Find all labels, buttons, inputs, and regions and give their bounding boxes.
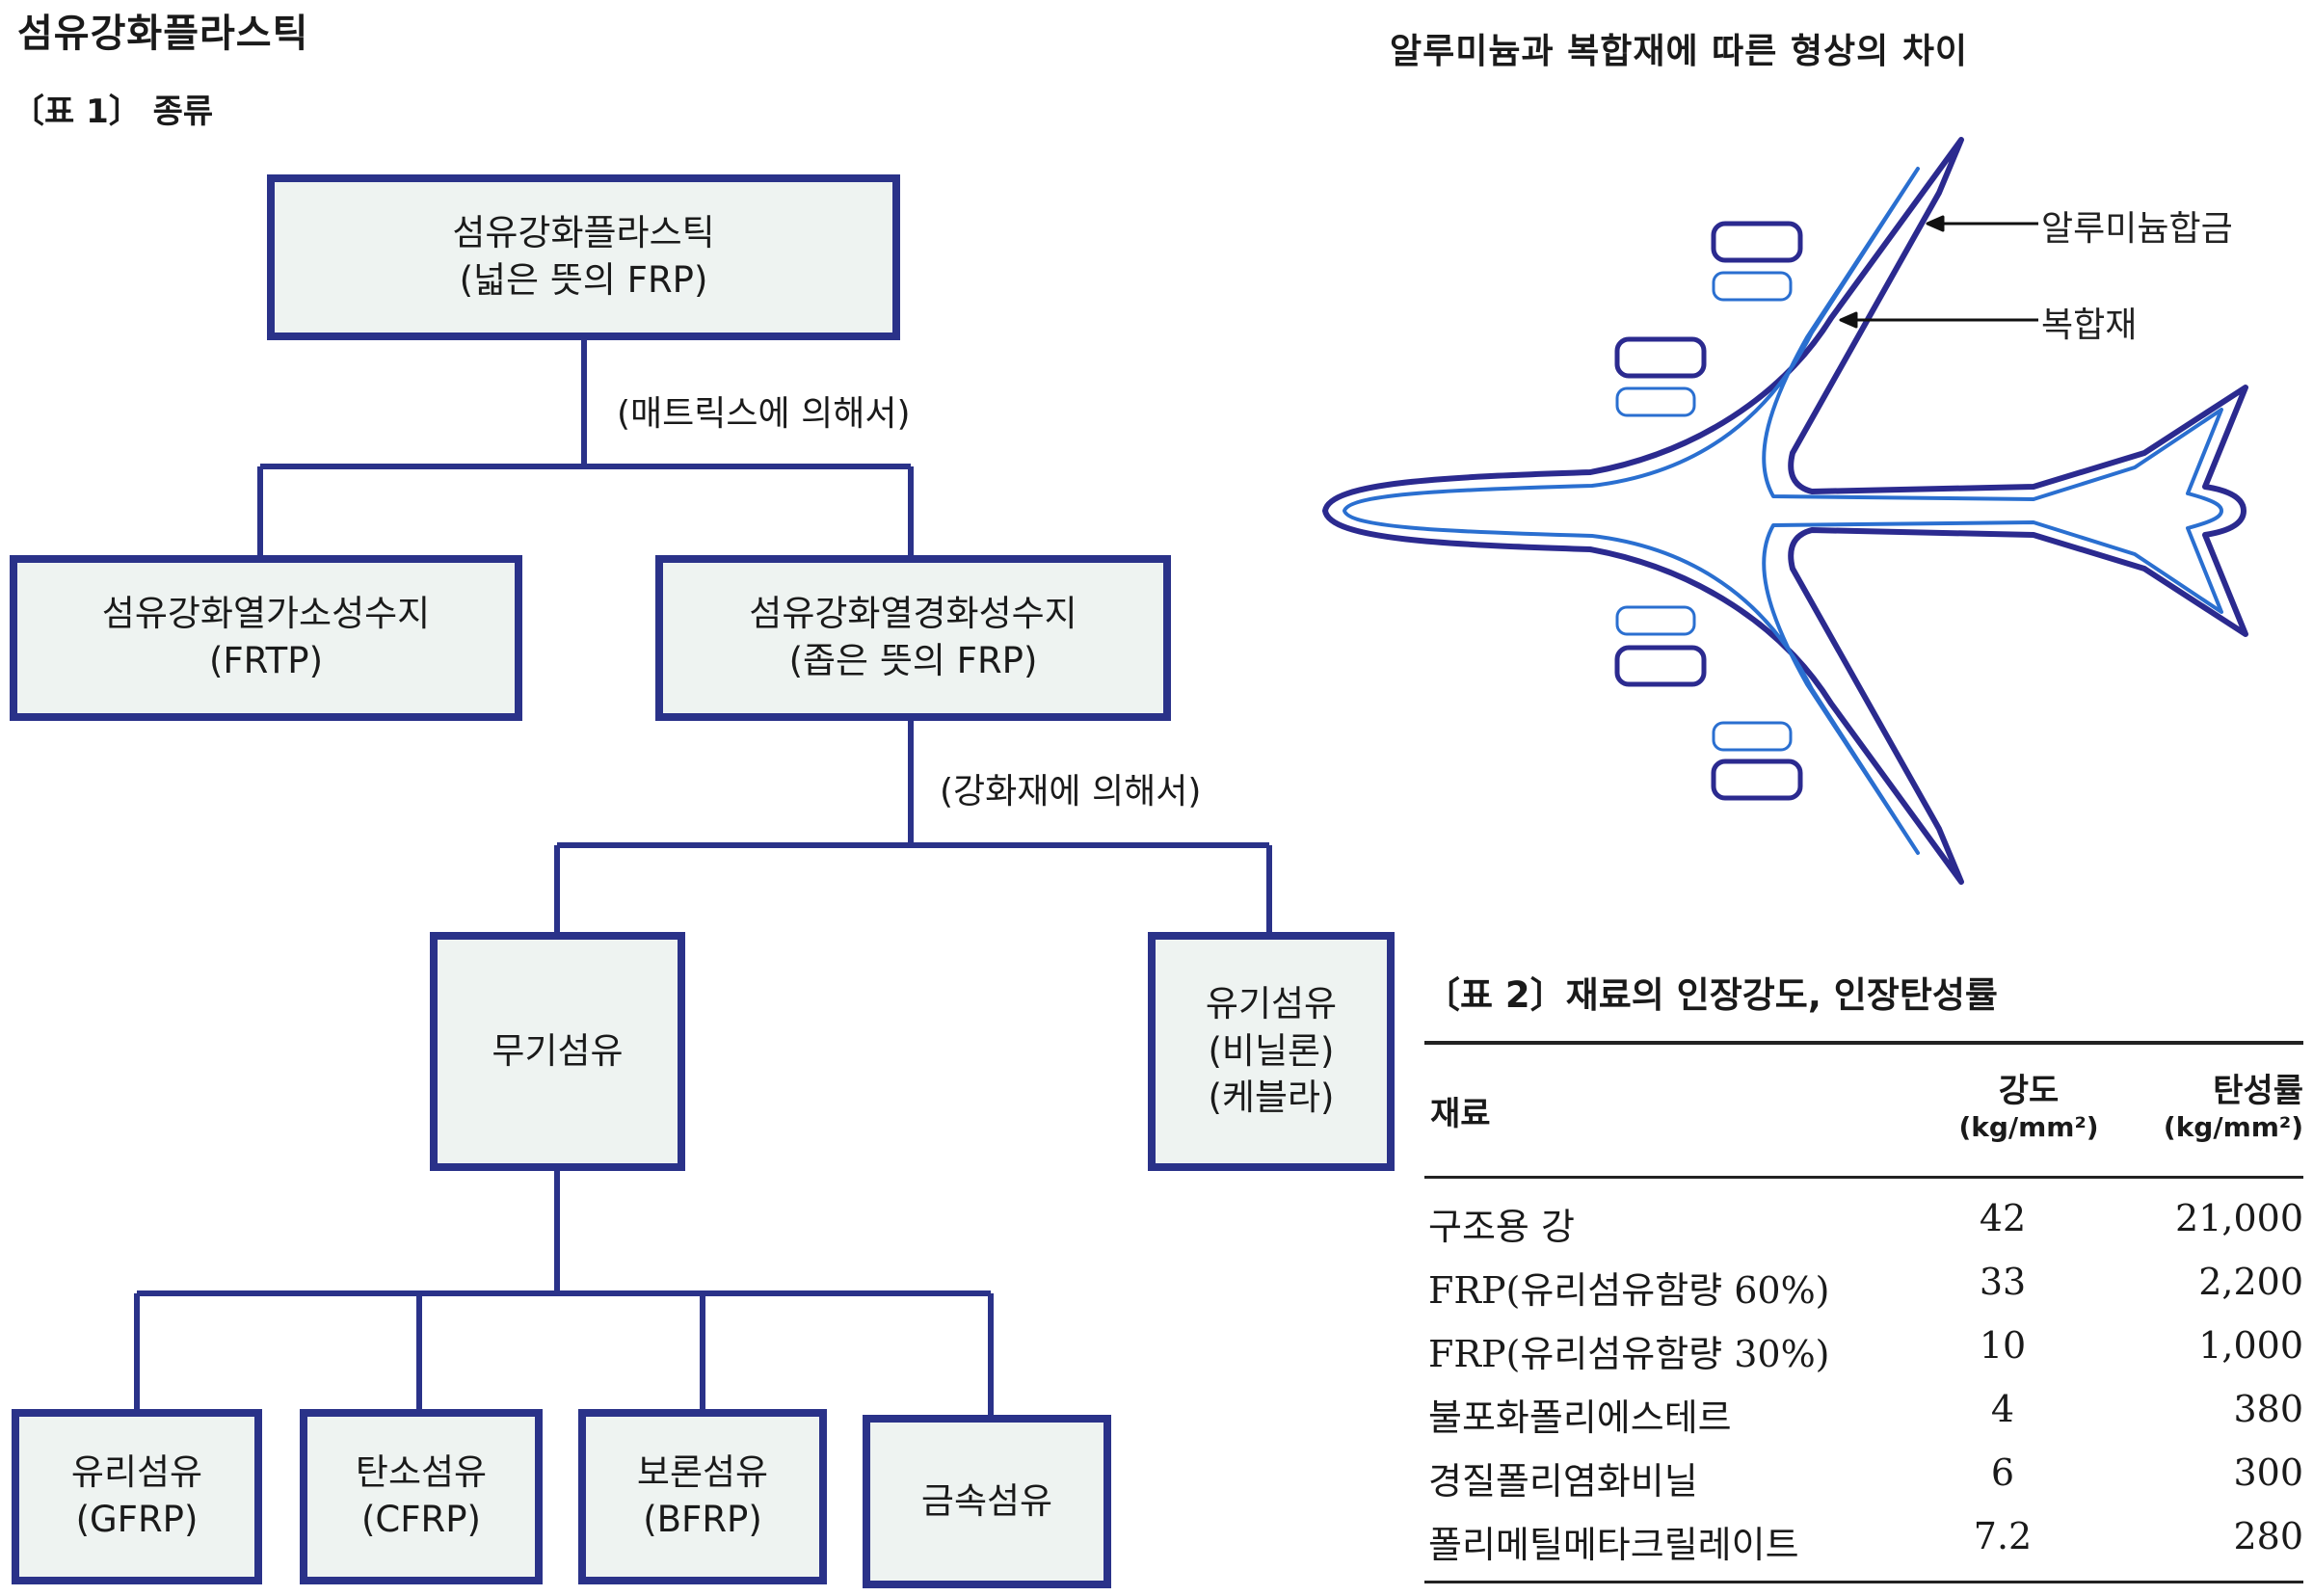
node-label: 보론섬유 xyxy=(636,1451,769,1494)
header-strength-unit: (kg/mm²) xyxy=(1958,1111,2099,1143)
table-row: FRP(유리섬유함량 30%) 10 1,000 xyxy=(1424,1318,2303,1382)
cell-strength: 10 xyxy=(1979,1324,2027,1367)
table-row: 경질폴리염화비닐 6 300 xyxy=(1424,1446,2303,1509)
page-title: 섬유강화플라스틱 xyxy=(17,12,309,56)
node-thermoset: 섬유강화열경화성수지 (좁은 뜻의 FRP) xyxy=(655,555,1171,721)
node-inorganic-fiber: 무기섬유 xyxy=(430,932,685,1171)
node-label: 섬유강화플라스틱 xyxy=(452,212,715,254)
cell-strength: 6 xyxy=(1990,1451,2015,1494)
cell-material: 구조용 강 xyxy=(1428,1206,1575,1248)
note-reinforcement: (강화재에 의해서) xyxy=(940,772,1202,811)
node-sublabel: (FRTP) xyxy=(208,640,324,681)
cell-strength: 4 xyxy=(1990,1388,2015,1430)
cell-modulus: 2,200 xyxy=(2198,1261,2303,1303)
node-glass-fiber: 유리섬유 (GFRP) xyxy=(12,1409,262,1584)
node-sublabel: (GFRP) xyxy=(75,1499,199,1540)
header-modulus: 탄성률 (kg/mm²) xyxy=(2120,1064,2303,1143)
table-bottom-rule xyxy=(1424,1581,2303,1583)
cell-modulus: 21,000 xyxy=(2175,1197,2303,1239)
table2-caption: 〔표 2〕재료의 인장강도, 인장탄성률 xyxy=(1424,974,1998,1016)
engine-pods xyxy=(1614,221,1803,801)
table-row: 폴리메틸메타크릴레이트 7.2 280 xyxy=(1424,1509,2303,1573)
node-sublabel: (CFRP) xyxy=(360,1499,481,1540)
node-label: 탄소섬유 xyxy=(355,1451,488,1494)
cell-strength: 33 xyxy=(1979,1261,2027,1303)
cell-material: 경질폴리염화비닐 xyxy=(1428,1460,1698,1503)
node-sublabel: (케블라) xyxy=(1208,1077,1335,1119)
node-sublabel: (비닐론) xyxy=(1208,1029,1335,1072)
header-material: 재료 xyxy=(1430,1095,1491,1133)
cell-modulus: 1,000 xyxy=(2198,1324,2303,1367)
tree-connectors xyxy=(134,339,1272,1415)
node-label: 금속섬유 xyxy=(920,1479,1053,1522)
cell-modulus: 380 xyxy=(2233,1388,2303,1430)
label-aluminum: 알루미늄합금 xyxy=(2041,209,2233,249)
node-boron-fiber: 보론섬유 (BFRP) xyxy=(578,1409,827,1584)
airplane-illustration xyxy=(1322,137,2248,885)
node-carbon-fiber: 탄소섬유 (CFRP) xyxy=(300,1409,543,1584)
header-modulus-unit: (kg/mm²) xyxy=(2163,1111,2303,1143)
note-matrix: (매트릭스에 의해서) xyxy=(617,394,911,434)
node-label: 유기섬유 xyxy=(1205,982,1338,1024)
header-strength: 강도 (kg/mm²) xyxy=(1937,1064,2120,1143)
node-label: 유리섬유 xyxy=(70,1451,203,1494)
cell-material: 불포화폴리에스테르 xyxy=(1428,1396,1732,1439)
node-sublabel: (BFRP) xyxy=(643,1499,762,1540)
node-label: 섬유강화열경화성수지 xyxy=(749,593,1077,635)
cell-strength: 7.2 xyxy=(1973,1515,2033,1557)
node-sublabel: (넓은 뜻의 FRP) xyxy=(459,259,708,301)
label-composite: 복합재 xyxy=(2041,306,2138,345)
table-row: FRP(유리섬유함량 60%) 33 2,200 xyxy=(1424,1255,2303,1318)
header-modulus-label: 탄성률 xyxy=(2213,1072,2303,1110)
header-strength-label: 강도 xyxy=(1998,1072,2060,1110)
node-frtp: 섬유강화열가소성수지 (FRTP) xyxy=(10,555,522,721)
node-organic-fiber: 유기섬유 (비닐론) (케블라) xyxy=(1148,932,1395,1171)
cell-modulus: 300 xyxy=(2233,1451,2303,1494)
table-row: 구조용 강 42 21,000 xyxy=(1424,1191,2303,1255)
cell-material: FRP(유리섬유함량 30%) xyxy=(1428,1333,1830,1375)
table-row: 불포화폴리에스테르 4 380 xyxy=(1424,1382,2303,1446)
table-header-rule xyxy=(1424,1176,2303,1179)
airplane-composite-outline xyxy=(1343,167,2223,855)
node-sublabel: (좁은 뜻의 FRP) xyxy=(788,640,1038,681)
cell-strength: 42 xyxy=(1979,1197,2027,1239)
cell-material: FRP(유리섬유함량 60%) xyxy=(1428,1269,1830,1312)
node-frp-broad: 섬유강화플라스틱 (넓은 뜻의 FRP) xyxy=(267,174,900,340)
table1-caption: 〔표 1〕 종류 xyxy=(12,93,214,131)
table-top-rule xyxy=(1424,1041,2303,1045)
label-leaders xyxy=(1839,215,2038,329)
cell-modulus: 280 xyxy=(2233,1515,2303,1557)
airplane-aluminum-outline xyxy=(1322,137,2248,885)
node-metal-fiber: 금속섬유 xyxy=(863,1415,1111,1588)
node-label: 무기섬유 xyxy=(492,1029,624,1072)
cell-material: 폴리메틸메타크릴레이트 xyxy=(1428,1524,1799,1566)
node-label: 섬유강화열가소성수지 xyxy=(101,593,431,635)
airplane-title: 알루미늄과 복합재에 따른 형상의 차이 xyxy=(1390,32,1969,71)
